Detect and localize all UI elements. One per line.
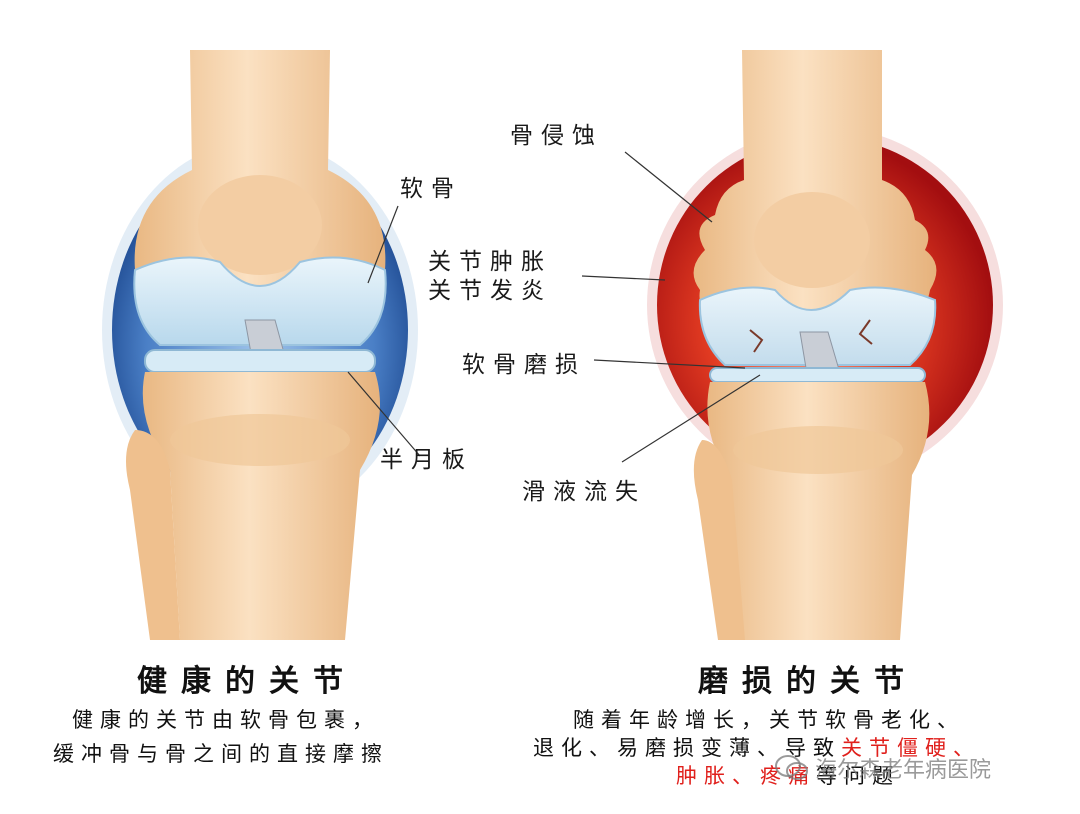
worn-caption-line2-red: 关节僵硬、 [841, 736, 981, 760]
label-inflammation: 关节发炎 [428, 278, 552, 304]
label-fluid-loss: 滑液流失 [522, 479, 646, 505]
label-cartilage-wear: 软骨磨损 [462, 352, 586, 378]
watermark-text: 海尔森老年病医院 [815, 758, 992, 783]
label-cartilage: 软骨 [400, 176, 462, 202]
fibula [126, 430, 180, 640]
label-swelling: 关节肿胀 [428, 249, 552, 275]
watermark: 海尔森老年病医院 [775, 752, 991, 784]
worn-title: 磨损的关节 [698, 664, 918, 699]
wechat-icon [775, 754, 809, 782]
worn-caption-line3: 肿胀、疼痛等问题 [676, 759, 900, 793]
label-bone-erosion: 骨侵蚀 [510, 123, 603, 149]
healthy-caption-line1: 健康的关节由软骨包裹， [72, 708, 380, 732]
healthy-knee-illustration [102, 50, 418, 640]
healthy-title: 健康的关节 [137, 664, 357, 699]
worn-knee-illustration [647, 50, 1003, 640]
worn-caption-line3-normal: 等问题 [816, 764, 900, 788]
worn-caption-line1: 随着年龄增长，关节软骨老化、 [573, 708, 965, 732]
cartilage [133, 256, 387, 346]
healthy-caption-line2: 缓冲骨与骨之间的直接摩擦 [53, 742, 389, 766]
worn-caption-line2: 退化、易磨损变薄、导致关节僵硬、 [533, 731, 981, 765]
label-meniscus: 半月板 [380, 447, 473, 473]
eroded-femur [693, 50, 937, 330]
